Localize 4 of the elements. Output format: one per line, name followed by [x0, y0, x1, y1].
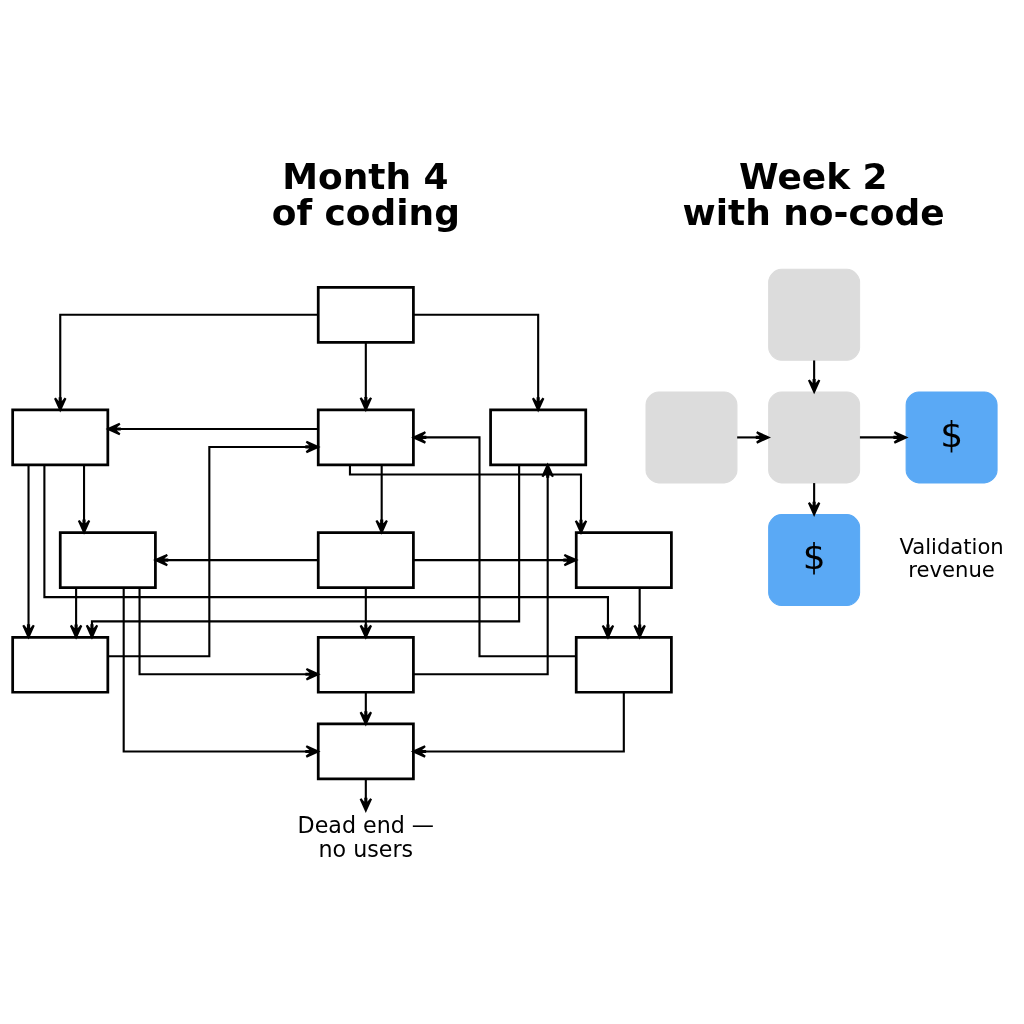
node-label: Validation revenue — [899, 533, 1004, 582]
label: Week 2 with no-code — [682, 155, 945, 233]
node-text: Dead end — no users — [297, 811, 435, 862]
label: Month 4 of coding — [271, 155, 460, 233]
